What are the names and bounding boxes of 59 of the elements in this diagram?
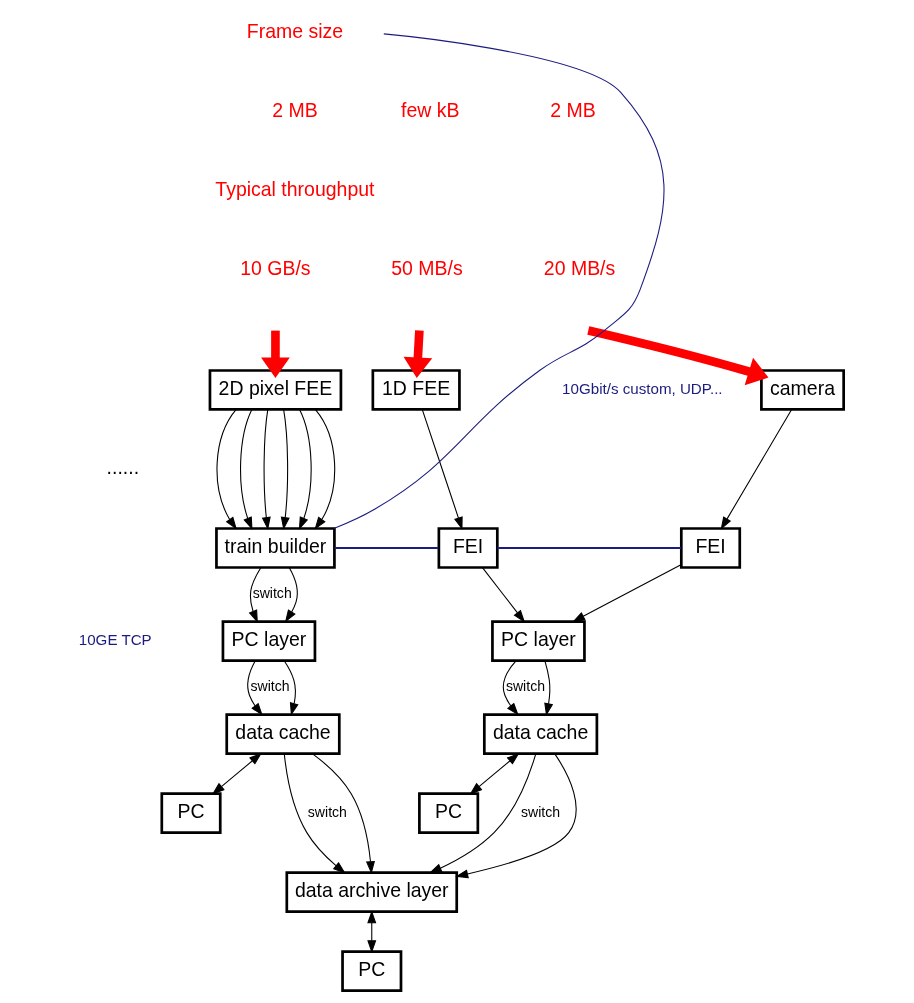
node-box: 2D pixel FEE — [208, 368, 343, 411]
arrow — [314, 408, 336, 530]
arrow — [403, 329, 433, 378]
node-box: camera — [760, 368, 845, 411]
label: Frame size — [246, 19, 344, 42]
arrow — [367, 909, 377, 953]
node-box: PC layer — [491, 619, 586, 662]
arrow — [469, 752, 520, 795]
label: 50 MB/s — [391, 256, 463, 279]
node-box: 1D FEE — [371, 368, 461, 411]
arrow — [248, 566, 262, 623]
node-box: data archive layer — [285, 870, 459, 913]
edge-label: switch — [521, 803, 561, 820]
arrow — [211, 752, 262, 795]
arrow — [455, 752, 577, 878]
arrow — [240, 408, 253, 530]
arrow — [280, 408, 290, 530]
arrow — [284, 566, 298, 623]
label: 10 GB/s — [240, 256, 311, 279]
arrow — [482, 566, 526, 623]
node-box: data cache — [225, 712, 341, 755]
edge-label: switch — [307, 803, 347, 820]
edge-label: switch — [252, 584, 292, 601]
arrow — [720, 408, 793, 530]
node-box: PC — [160, 791, 222, 834]
label: 20 MB/s — [543, 256, 616, 279]
label: 10Gbit/s custom, UDP... — [562, 379, 723, 397]
label: 2 MB — [272, 98, 318, 121]
edge-label: switch — [505, 677, 545, 694]
arrow — [544, 659, 554, 716]
arrow — [572, 563, 682, 622]
label: 2 MB — [550, 98, 596, 121]
arrow — [298, 408, 312, 530]
label: ...... — [106, 455, 140, 478]
node-box: train builder — [215, 526, 336, 569]
label: 10GE TCP — [78, 630, 152, 648]
label: few kB — [400, 98, 460, 121]
edge-label: switch — [250, 677, 290, 694]
arrow — [428, 752, 537, 873]
arrow — [587, 325, 769, 385]
arrow — [261, 408, 271, 530]
arrow — [312, 752, 375, 874]
node-box: PC — [341, 949, 403, 992]
arrow — [421, 408, 463, 530]
node-box: PC layer — [221, 619, 317, 662]
label: Typical throughput — [215, 177, 375, 200]
arrow — [283, 752, 346, 874]
connector — [334, 546, 439, 549]
arrow — [502, 659, 519, 716]
connector — [497, 546, 681, 549]
connector — [333, 32, 665, 529]
arrow — [247, 659, 263, 716]
node-box: FEI — [437, 526, 499, 569]
arrow — [216, 408, 237, 530]
node-box: data cache — [482, 712, 599, 755]
node-box: PC — [418, 791, 480, 834]
arrow — [283, 659, 299, 716]
arrow — [261, 330, 290, 378]
node-box: FEI — [679, 526, 742, 569]
